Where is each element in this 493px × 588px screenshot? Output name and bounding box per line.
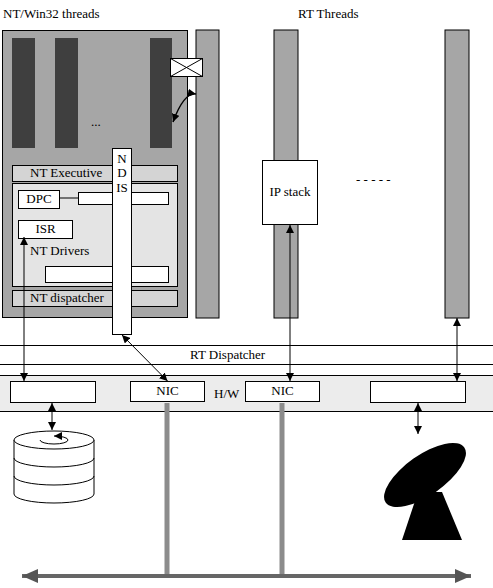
thread-group-outline xyxy=(3,31,188,318)
device-box xyxy=(371,382,466,403)
dispatcher-band-outline xyxy=(13,291,178,307)
satellite-dish xyxy=(402,492,462,540)
thread-group: NT/Win32 threadsNT ExecutiveNT DriversDP… xyxy=(2,30,188,318)
ndis-box-outline xyxy=(113,149,132,335)
mailbox-icon xyxy=(171,59,203,77)
isr-arrow xyxy=(24,237,25,381)
disk-icon xyxy=(14,476,94,485)
ip-stack-box-outline xyxy=(263,161,318,225)
dish-arrow xyxy=(418,403,419,434)
driver-area-outline xyxy=(13,184,178,287)
ip-stack-box-label: IP stack xyxy=(269,185,310,199)
message-arrow xyxy=(173,94,196,122)
thread-group-label: NT/Win32 threads xyxy=(3,7,100,21)
connectors xyxy=(122,225,290,381)
nic-box-label: NIC xyxy=(271,384,293,398)
ellipsis: - - - - - xyxy=(356,172,391,188)
nt-thread-bar xyxy=(55,38,78,148)
isr-box: ISR xyxy=(18,220,73,239)
isr-box-outline xyxy=(19,221,73,239)
dpc-box-label: DPC xyxy=(26,192,51,206)
mailbox-icon xyxy=(171,59,203,77)
nic-box: NIC xyxy=(245,381,320,402)
isr-box-label: ISR xyxy=(35,222,55,236)
ellipsis: - - - - - xyxy=(356,173,391,187)
ndis-box-label: NDIS xyxy=(116,152,129,195)
satellite-dish xyxy=(425,452,452,475)
nic-box-label: NIC xyxy=(156,384,178,398)
hardware-band-label: H/W xyxy=(214,387,239,401)
network-bus xyxy=(22,574,471,578)
executive-band-outline xyxy=(13,166,178,182)
column-heading: RT Threads xyxy=(298,6,358,22)
network-wire xyxy=(280,403,285,574)
illustration xyxy=(11,30,476,576)
nic-box: NIC xyxy=(130,381,205,402)
driver-box xyxy=(46,267,169,283)
node-fills xyxy=(113,149,320,402)
disk-icon xyxy=(14,494,94,503)
connector-arrow xyxy=(122,335,168,381)
disk-icon xyxy=(14,440,15,494)
device-box xyxy=(11,382,96,403)
dpc-box: DPC xyxy=(18,190,60,209)
nic-box-outline xyxy=(246,382,320,402)
disk-arrow xyxy=(52,403,53,430)
executive-band-label: NT Executive xyxy=(30,166,102,180)
nt-thread-bar xyxy=(12,38,35,148)
rt-device-arrow xyxy=(457,318,458,381)
hardware-band-outline xyxy=(0,376,493,412)
nt-thread-bar xyxy=(150,38,172,148)
column-heading: RT Threads xyxy=(298,7,358,21)
dpc-link xyxy=(60,198,78,199)
dispatcher-band-label: RT Dispatcher xyxy=(190,348,265,362)
dispatcher-band-label: NT dispatcher xyxy=(30,291,104,305)
dispatcher-band: NT dispatcher xyxy=(12,290,178,307)
disk-icon xyxy=(94,440,95,494)
network-wire xyxy=(165,403,170,574)
ellipsis: ... xyxy=(91,114,101,130)
disk-icon xyxy=(14,431,94,449)
dpc-box-outline xyxy=(19,191,60,209)
dispatcher-band-outline xyxy=(0,346,493,365)
executive-band: NT Executive xyxy=(12,165,178,182)
ndis-box: NDIS xyxy=(112,148,132,335)
connector-arrow xyxy=(290,225,291,381)
driver-area-label: NT Drivers xyxy=(30,244,89,258)
dispatcher-band: RT Dispatcher xyxy=(0,345,493,365)
nic-box-outline xyxy=(131,382,205,402)
hardware-band: H/W NIC NIC xyxy=(0,375,493,412)
rt-thread-bar xyxy=(445,30,469,318)
node-fills xyxy=(0,31,493,412)
ellipsis: ... xyxy=(91,115,101,129)
ip-stack-box: IP stack xyxy=(262,160,318,225)
disk-icon xyxy=(40,436,68,444)
disk-icon xyxy=(14,458,94,467)
driver-area: NT Drivers DPC ISR xyxy=(12,183,178,287)
